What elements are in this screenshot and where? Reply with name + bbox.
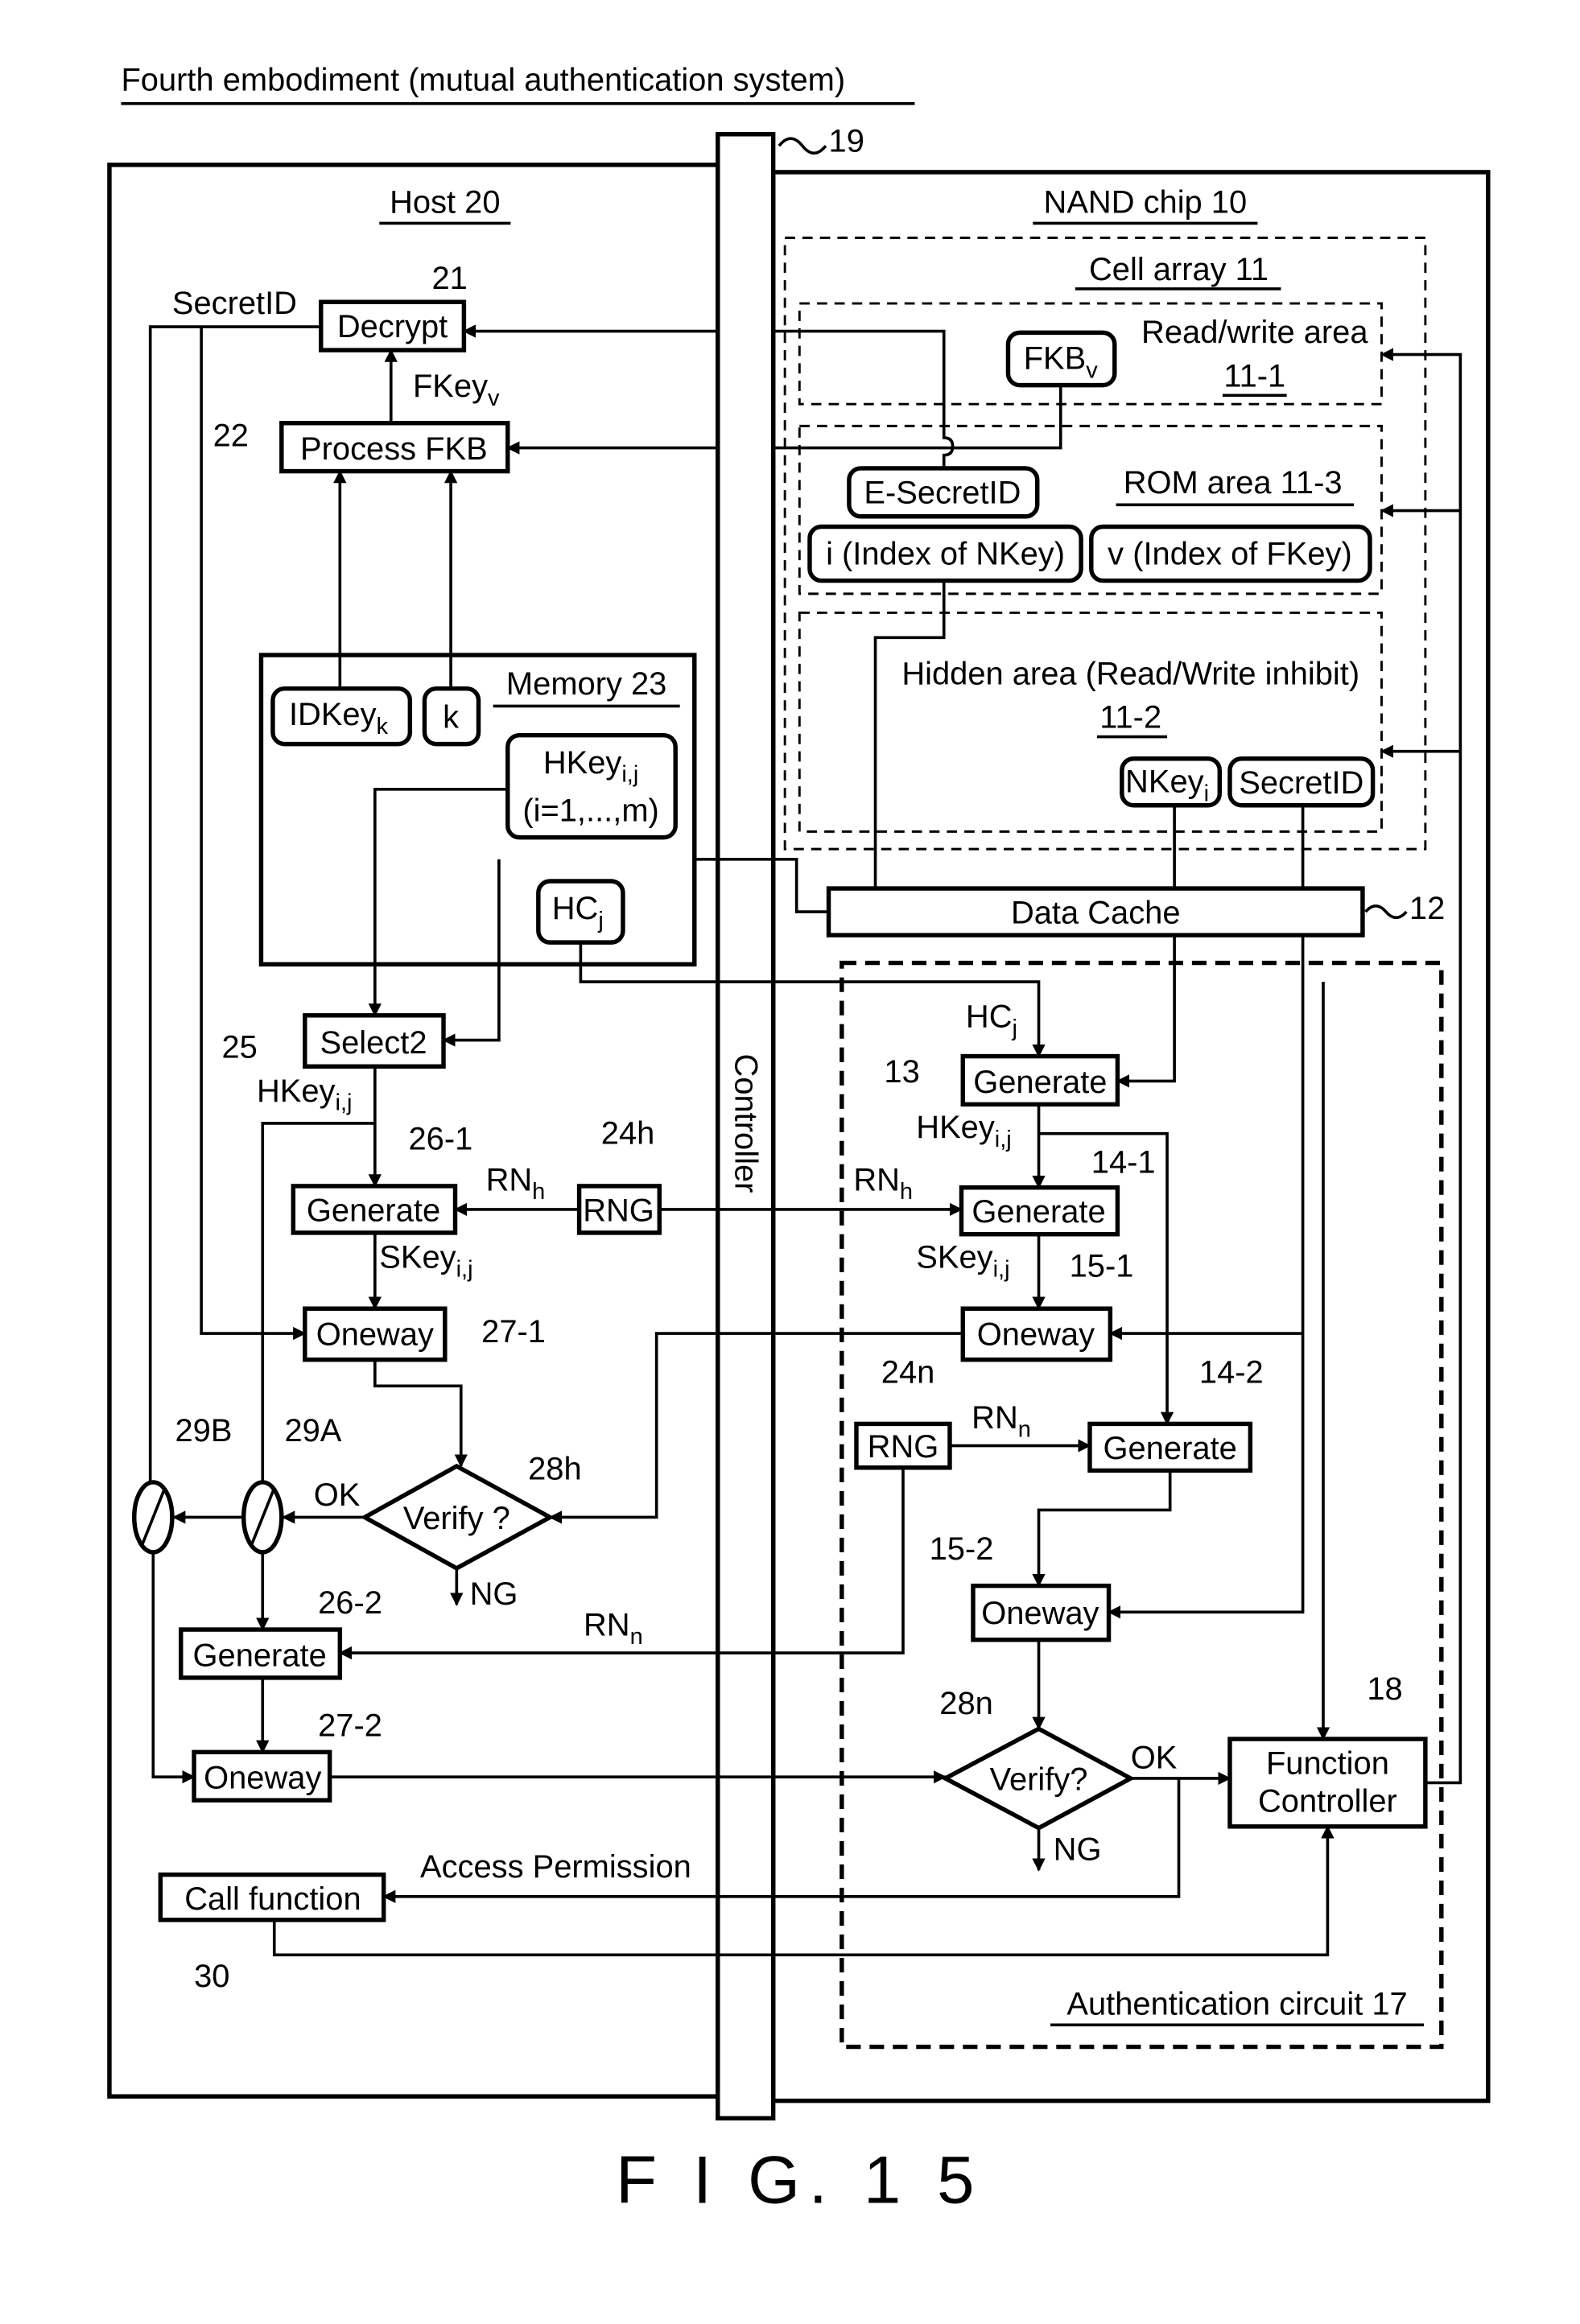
oneway-27-1-ref: 27-1: [481, 1314, 546, 1349]
function-controller-label-2: Controller: [1258, 1784, 1397, 1819]
process-fkb-ref: 22: [213, 418, 249, 454]
verify-28n-ok: OK: [1131, 1740, 1178, 1775]
fkey-label: FKeyv: [413, 369, 500, 411]
rw-area-label: Read/write area: [1141, 315, 1368, 350]
call-function-ref: 30: [194, 1959, 229, 1994]
generate-26-2-label: Generate: [193, 1638, 327, 1673]
verify-28n-ng: NG: [1054, 1832, 1102, 1867]
controller-label: Controller: [728, 1054, 764, 1193]
nand-title: NAND chip 10: [1044, 185, 1248, 220]
generate-14-1-label: Generate: [972, 1194, 1105, 1230]
oneway-27-2-ref: 27-2: [318, 1708, 382, 1743]
generate-13-label: Generate: [973, 1065, 1107, 1100]
rng-24h-label: RNG: [583, 1193, 654, 1228]
host-title: Host 20: [390, 185, 500, 220]
auth-circuit-label: Authentication circuit 17: [1066, 1987, 1407, 2022]
switch-29a-ref: 29A: [284, 1413, 341, 1448]
verify-28n-label: Verify?: [990, 1762, 1088, 1797]
host-rnn-label: RNn: [584, 1607, 643, 1650]
verify-28n-ref: 28n: [939, 1686, 993, 1721]
index-fkey-label: v (Index of FKey): [1108, 537, 1352, 572]
generate-14-2-label: Generate: [1104, 1431, 1237, 1466]
host-skey-label: SKeyi,j: [379, 1239, 472, 1282]
verify-28h-ref: 28h: [528, 1451, 582, 1486]
figure-label: F I G. 1 5: [616, 2143, 983, 2218]
nand-rnh-label: RNh: [853, 1162, 913, 1205]
verify-28h-label: Verify ?: [403, 1501, 510, 1536]
decrypt-label: Decrypt: [337, 309, 448, 344]
generate-26-1-ref: 26-1: [409, 1122, 473, 1157]
nand-rnn-label: RNn: [972, 1400, 1031, 1443]
hkey-range-label: (i=1,...,m): [522, 793, 658, 829]
rng-24n-ref: 24n: [881, 1355, 935, 1391]
generate-14-1-ref: 14-1: [1091, 1145, 1156, 1181]
oneway-15-2-ref: 15-2: [930, 1531, 994, 1567]
access-permission-label: Access Permission: [420, 1849, 691, 1885]
verify-28h-ok: OK: [314, 1477, 361, 1513]
secretid-output-label: SecretID: [172, 286, 297, 321]
host-rnh-label: RNh: [486, 1162, 546, 1205]
rw-area-ref: 11-1: [1223, 358, 1285, 394]
oneway-15-2-label: Oneway: [981, 1596, 1099, 1631]
call-function-label: Call function: [184, 1881, 361, 1917]
oneway-15-1-ref: 15-1: [1070, 1248, 1134, 1284]
nand-hkey-label: HKeyi,j: [916, 1110, 1011, 1152]
cell-array-label: Cell array 11: [1089, 252, 1269, 287]
verify-28h-ng: NG: [470, 1576, 518, 1612]
nand-skey-label: SKeyi,j: [916, 1239, 1009, 1282]
figure-title: Fourth embodiment (mutual authentication…: [121, 62, 845, 97]
controller-ref: 19: [829, 124, 864, 159]
secretid-label: SecretID: [1239, 765, 1363, 801]
rng-24h-ref: 24h: [601, 1115, 655, 1151]
switch-29b-ref: 29B: [175, 1413, 233, 1448]
host-hkey-label: HKeyi,j: [257, 1073, 352, 1116]
oneway-27-2-label: Oneway: [204, 1761, 321, 1796]
select2-ref: 25: [222, 1029, 258, 1065]
index-nkey-label: i (Index of NKey): [826, 537, 1065, 572]
nand-hc-label: HCj: [966, 999, 1017, 1041]
esecretid-label: E-SecretID: [864, 475, 1021, 510]
memory-label: Memory 23: [506, 666, 666, 702]
hidden-area-ref: 11-2: [1099, 700, 1161, 736]
rng-24n-label: RNG: [868, 1429, 939, 1465]
process-fkb-label: Process FKB: [300, 431, 488, 467]
select2-label: Select2: [320, 1025, 427, 1061]
generate-26-2-ref: 26-2: [318, 1585, 382, 1621]
decrypt-ref: 21: [432, 261, 468, 296]
k-label: k: [443, 700, 459, 736]
generate-13-ref: 13: [884, 1054, 919, 1090]
function-controller-label-1: Function: [1266, 1746, 1389, 1782]
oneway-15-1-label: Oneway: [977, 1317, 1095, 1353]
function-controller-ref: 18: [1367, 1671, 1402, 1707]
generate-26-1-label: Generate: [307, 1193, 440, 1228]
hidden-area-label: Hidden area (Read/Write inhibit): [901, 656, 1359, 691]
rom-area-label: ROM area 11-3: [1124, 465, 1343, 501]
data-cache-ref: 12: [1409, 891, 1445, 926]
generate-14-2-ref: 14-2: [1199, 1355, 1264, 1391]
data-cache-label: Data Cache: [1011, 896, 1181, 931]
oneway-27-1-label: Oneway: [316, 1317, 434, 1353]
